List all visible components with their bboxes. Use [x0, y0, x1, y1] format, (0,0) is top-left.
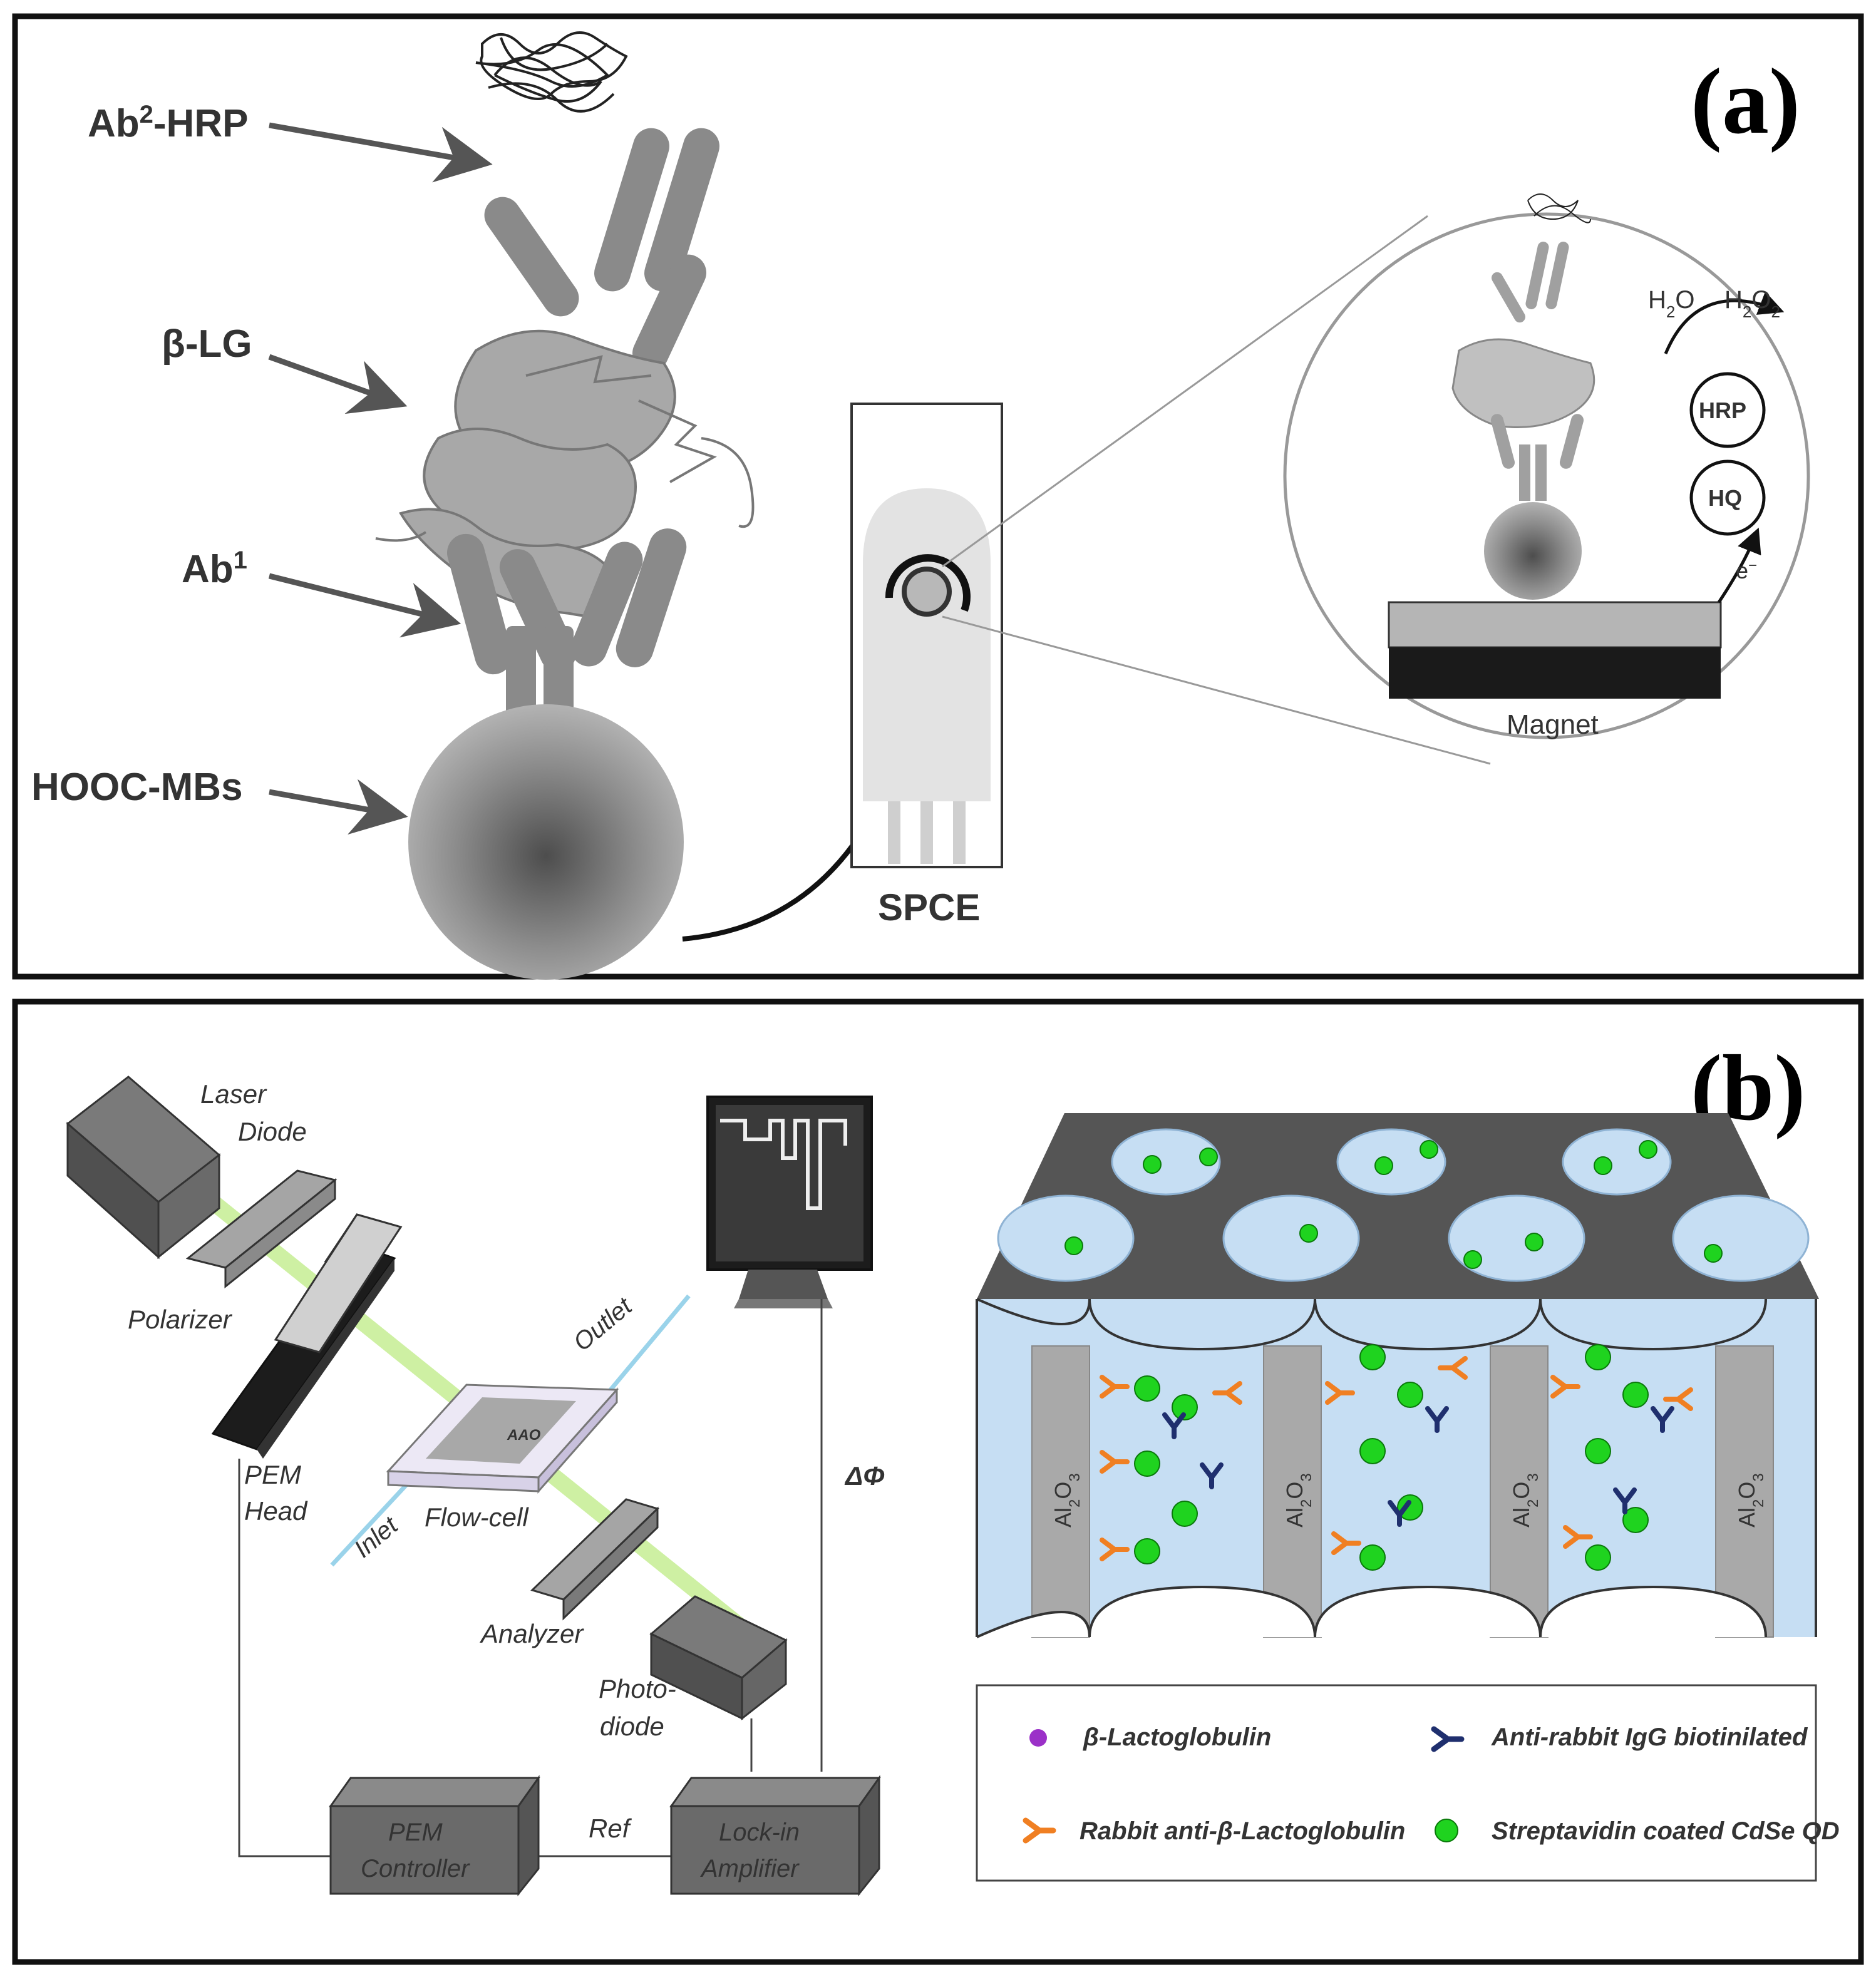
- pem-controller-box: [329, 1775, 540, 1897]
- svg-text:Al2O3: Al2O3: [1734, 1473, 1767, 1528]
- delta-phi-label: ΔΦ: [844, 1461, 885, 1491]
- magnetic-bead: [408, 704, 684, 980]
- svg-text:Al2O3: Al2O3: [1050, 1473, 1083, 1528]
- beta-lg-arrow: [268, 354, 408, 414]
- monitor: [706, 1096, 873, 1308]
- h2o-label: H2O: [1648, 286, 1694, 321]
- navy-antibody-icon: [1431, 1726, 1465, 1752]
- panel-a-tag: (a): [1691, 49, 1800, 153]
- laser-diode-box: [66, 1076, 221, 1260]
- legend-label-beta-lg: β-Lactoglobulin: [1083, 1723, 1271, 1751]
- lock-in-label-line2: Amplifier: [700, 1855, 800, 1882]
- svg-text:Al2O3: Al2O3: [1282, 1473, 1315, 1528]
- analyzer-label: Analyzer: [479, 1619, 584, 1648]
- purple-dot-icon: [1029, 1729, 1047, 1747]
- laser-label-line1: Laser: [200, 1079, 267, 1109]
- laser-label-line2: Diode: [238, 1117, 307, 1146]
- zoom-line-top: [942, 215, 1428, 568]
- hooc-mbs-arrow: [269, 779, 408, 835]
- h2o2-label: H2O2: [1724, 286, 1780, 321]
- pem-head-label-line2: Head: [244, 1496, 308, 1526]
- svg-text:e−: e−: [1736, 557, 1757, 584]
- ab1-label: Ab1: [182, 547, 247, 591]
- svg-text:H2O: H2O: [1648, 286, 1694, 321]
- polarizer-label: Polarizer: [128, 1305, 233, 1334]
- zoom-line-bottom: [942, 615, 1491, 765]
- svg-text:Ab1: Ab1: [182, 547, 247, 591]
- svg-text:H2O2: H2O2: [1724, 286, 1780, 321]
- legend: β-Lactoglobulin Anti-rabbit IgG biotinil…: [976, 1684, 1840, 1882]
- qd-antibody-complexes: [1064, 1140, 1723, 1571]
- secondary-antibody: [484, 128, 719, 372]
- magnet-label: Magnet: [1507, 709, 1599, 740]
- lock-in-amplifier-box: [669, 1775, 881, 1897]
- beta-lg-label: β-LG: [162, 322, 252, 366]
- aao-membrane: [976, 1113, 1819, 1638]
- electron-label: e−: [1736, 557, 1757, 584]
- lock-in-label-line1: Lock-in: [719, 1819, 800, 1846]
- panel-b: (b) Laser Diode Polarizer PEM Head: [12, 999, 1864, 1965]
- legend-label-anti-rabbit: Anti-rabbit IgG biotinilated: [1491, 1723, 1808, 1751]
- ab1-arrow: [268, 573, 461, 638]
- ref-label: Ref: [589, 1814, 632, 1843]
- flow-cell: [386, 1384, 619, 1494]
- legend-label-rabbit-anti: Rabbit anti-β-Lactoglobulin: [1080, 1817, 1405, 1845]
- hq-cycle-label: HQ: [1708, 485, 1742, 511]
- ab2-hrp-label: Ab2-HRP: [88, 101, 248, 145]
- legend-label-streptavidin: Streptavidin coated CdSe QD: [1492, 1817, 1840, 1845]
- hrp-cycle-label: HRP: [1699, 398, 1746, 423]
- hooc-mbs-label: HOOC-MBs: [31, 766, 243, 809]
- photodiode-label-line1: Photo-: [599, 1674, 676, 1703]
- pem-head: [211, 1213, 403, 1459]
- green-dot-icon: [1435, 1819, 1458, 1842]
- panel-a: (a): [12, 13, 1864, 980]
- pem-head-label-line1: PEM: [244, 1460, 301, 1489]
- al2o3-labels: Al2O3 Al2O3 Al2O3 Al2O3: [1050, 1473, 1767, 1528]
- pem-controller-label-line2: Controller: [361, 1855, 470, 1882]
- photodiode-label-line2: diode: [600, 1712, 664, 1741]
- analyzer-edge: [562, 1506, 659, 1621]
- wiring: [238, 1299, 823, 1857]
- aao-label: AAO: [507, 1427, 541, 1444]
- photodiode-box: [649, 1595, 788, 1721]
- inlet-tube: [330, 1476, 415, 1567]
- svg-text:Ab2-HRP: Ab2-HRP: [88, 101, 248, 145]
- pem-controller-label-line1: PEM: [388, 1819, 443, 1846]
- hrp-enzyme-icon: [475, 31, 628, 113]
- polarizer-edge: [224, 1178, 336, 1289]
- svg-text:Al2O3: Al2O3: [1508, 1473, 1542, 1528]
- ab2-hrp-arrow: [269, 122, 493, 183]
- spce-electrode: [850, 403, 1003, 868]
- spce-label: SPCE: [878, 886, 980, 928]
- orange-antibody-icon: [1023, 1817, 1056, 1844]
- zoom-inset: [1283, 193, 1810, 739]
- flow-cell-label: Flow-cell: [425, 1502, 529, 1532]
